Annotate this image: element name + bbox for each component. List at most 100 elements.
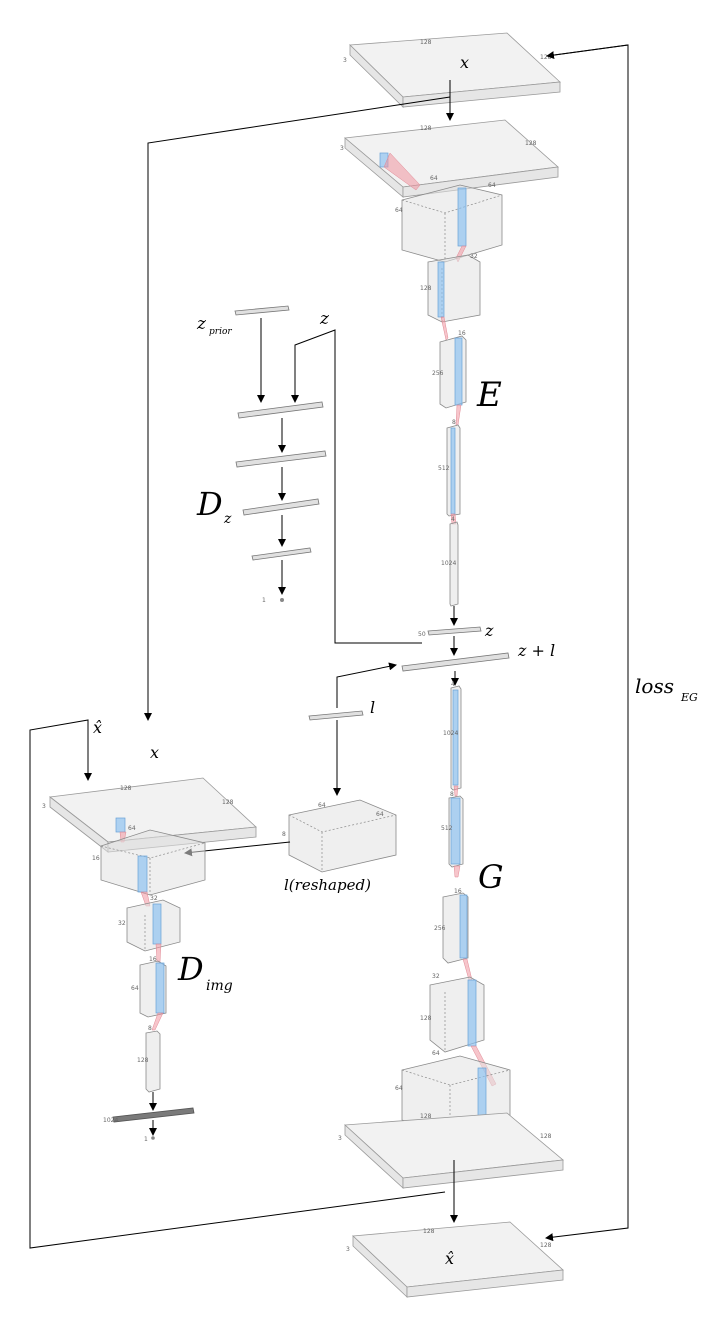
dim-label: 64 xyxy=(318,802,326,809)
dim-label: 8 xyxy=(282,831,286,838)
latent-z-rod: 50 xyxy=(418,626,482,638)
dim-label: 64 xyxy=(131,985,139,992)
dim-label: 32 xyxy=(432,973,440,980)
label-loss: loss xyxy=(635,674,674,698)
dim-label: 16 xyxy=(454,888,462,895)
encoder-layer-4: 512 8 xyxy=(438,419,461,525)
dim-label: 128 xyxy=(420,1113,432,1120)
dim-label: 1024 xyxy=(441,560,456,567)
dim-label: 128 xyxy=(525,140,537,147)
z-prior-rod xyxy=(234,305,290,316)
dim-label: 1 xyxy=(262,597,266,604)
z-to-dz-connector xyxy=(291,329,422,644)
dim-label: 8 xyxy=(148,1025,152,1032)
label-l-reshaped: l(reshaped) xyxy=(284,876,371,894)
dim-label: 8 xyxy=(450,791,454,798)
label-dz-sub: z xyxy=(223,511,232,527)
dim-label: 4 xyxy=(451,681,455,688)
dim-label: 16 xyxy=(149,956,157,963)
output-image-xhat: 128 128 3 xyxy=(346,1221,564,1298)
dim-label: 3 xyxy=(42,803,46,810)
dim-label: 128 xyxy=(137,1057,149,1064)
label-x-disc: x xyxy=(150,743,159,762)
label-loss-sub: EG xyxy=(680,691,698,704)
dz-layer-1 xyxy=(237,401,324,419)
label-dz: D xyxy=(196,485,223,523)
label-encoder: E xyxy=(476,375,502,415)
dz-layer-3 xyxy=(242,498,320,516)
label-dimg-sub: img xyxy=(206,978,233,994)
label-z-input: z xyxy=(319,309,330,329)
dim-label: 128 xyxy=(540,1133,552,1140)
generator-output-slab: 128 128 3 xyxy=(338,1112,564,1189)
dim-label: 128 xyxy=(420,125,432,132)
dim-label: 32 xyxy=(470,253,478,260)
dim-label: 64 xyxy=(395,1085,403,1092)
l-reshaped-box: 64 64 8 xyxy=(282,799,397,873)
disc-layer-2: 32 32 xyxy=(118,895,181,963)
dim-label: 64 xyxy=(395,207,403,214)
dim-label: 128 xyxy=(222,799,234,806)
generator-layer-3: 256 16 xyxy=(434,888,473,981)
dim-label: 128 xyxy=(540,54,552,61)
label-z-prior: z xyxy=(196,314,207,334)
dim-label: 512 xyxy=(438,465,450,472)
encoder-layer-3: 256 16 xyxy=(432,330,467,426)
dim-label: 16 xyxy=(458,330,466,337)
generator-layer-1: 1024 4 xyxy=(443,681,462,797)
encoder-input-slab: 128 128 3 xyxy=(340,119,559,198)
label-xhat-disc: x̂ xyxy=(93,718,102,737)
dim-label: 3 xyxy=(338,1135,342,1142)
disc-layer-1: 16 64 xyxy=(92,825,206,907)
disc-fc-rod: 1024 xyxy=(103,1107,195,1124)
dim-label: 256 xyxy=(434,925,446,932)
dim-label: 128 xyxy=(120,785,132,792)
dim-label: 256 xyxy=(432,370,444,377)
xhat-to-disc-connector xyxy=(29,719,446,1249)
label-z-prior-sub: prior xyxy=(209,327,232,337)
dim-label: 8 xyxy=(452,419,456,426)
dim-label: 64 xyxy=(432,1050,440,1057)
dim-label: 128 xyxy=(540,1242,552,1249)
z-plus-l-rod xyxy=(401,652,510,672)
encoder-layer-2: 128 32 xyxy=(420,253,481,341)
dim-label: 64 xyxy=(430,175,438,182)
dim-label: 64 xyxy=(488,182,496,189)
dim-label: 16 xyxy=(92,855,100,862)
input-image-x: 128 128 3 xyxy=(343,32,561,108)
label-xhat-bottom: x̂ xyxy=(445,1249,454,1268)
dz-layer-2 xyxy=(235,450,327,468)
dim-label: 32 xyxy=(150,895,158,902)
dim-label: 128 xyxy=(420,39,432,46)
dim-label: 512 xyxy=(441,825,453,832)
dim-label: 3 xyxy=(340,145,344,152)
disc-output: 1 xyxy=(144,1136,155,1143)
label-z-plus-l: z + l xyxy=(517,641,555,660)
dim-label: 1 xyxy=(144,1136,148,1143)
disc-layer-4: 128 8 xyxy=(137,1025,161,1093)
l-rod xyxy=(308,710,364,721)
encoder-layer-1: 64 64 64 xyxy=(395,175,503,263)
dim-label: 1024 xyxy=(443,730,458,737)
generator-layer-2: 512 8 xyxy=(441,791,464,878)
disc-layer-3: 64 16 xyxy=(131,956,167,1031)
dz-output: 1 xyxy=(262,597,284,604)
dim-label: 64 xyxy=(376,811,384,818)
l-to-zl-connector xyxy=(336,662,397,708)
loss-eg-connector xyxy=(545,44,629,1242)
dim-label: 1024 xyxy=(103,1117,118,1124)
label-x-top: x xyxy=(460,53,469,72)
dim-label: 128 xyxy=(420,1015,432,1022)
dim-label: 64 xyxy=(128,825,136,832)
dim-label: 3 xyxy=(346,1246,350,1253)
dim-label: 128 xyxy=(423,1228,435,1235)
x-to-disc-connector xyxy=(144,96,451,721)
dim-label: 50 xyxy=(418,631,426,638)
encoder-layer-5: 1024 4 xyxy=(441,516,459,607)
dim-label: 128 xyxy=(420,285,432,292)
label-l: l xyxy=(370,698,375,717)
dim-label: 4 xyxy=(451,516,455,523)
label-generator: G xyxy=(478,858,504,896)
